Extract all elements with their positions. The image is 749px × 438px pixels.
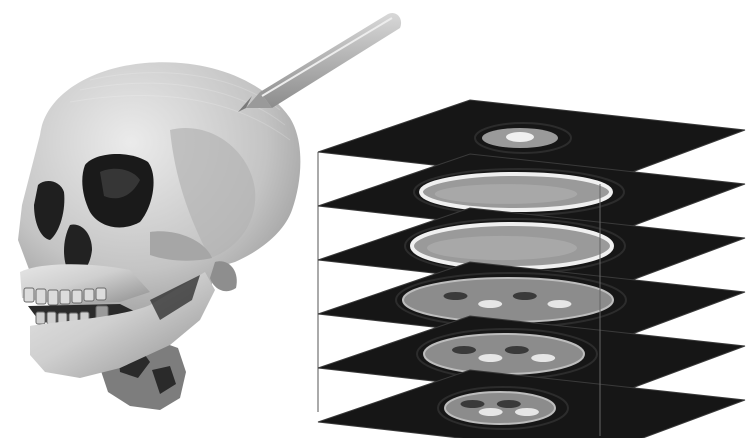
ct-slice-2-brain	[435, 184, 578, 204]
ct-slice-5-structure-4	[531, 354, 555, 362]
ct-slice-4-structure-2	[478, 300, 502, 308]
ct-slice-3-brain	[427, 236, 577, 260]
ct-slice-4-structure-4	[547, 300, 571, 308]
ct-slice-6-structure-3	[497, 400, 521, 408]
ct-slice-4-structure-1	[444, 292, 468, 300]
ct-slice-6-structure-1	[461, 400, 485, 408]
ct-slice-6-tissue	[445, 392, 555, 424]
ct-slice-6-structure-2	[479, 408, 503, 416]
ct-slice-stack	[318, 100, 745, 438]
pointer-probe	[238, 13, 401, 112]
ct-slice-4-structure-3	[513, 292, 537, 300]
ct-slice-4-tissue	[403, 278, 613, 322]
ct-slice-5-structure-1	[452, 346, 476, 354]
ct-slice-5-tissue	[424, 334, 584, 374]
ct-slice-1-bone	[506, 132, 534, 142]
ct-slice-6-structure-4	[515, 408, 539, 416]
skull-rendering	[18, 62, 300, 410]
ct-slice-5-structure-2	[478, 354, 502, 362]
ct-slice-5-structure-3	[505, 346, 529, 354]
